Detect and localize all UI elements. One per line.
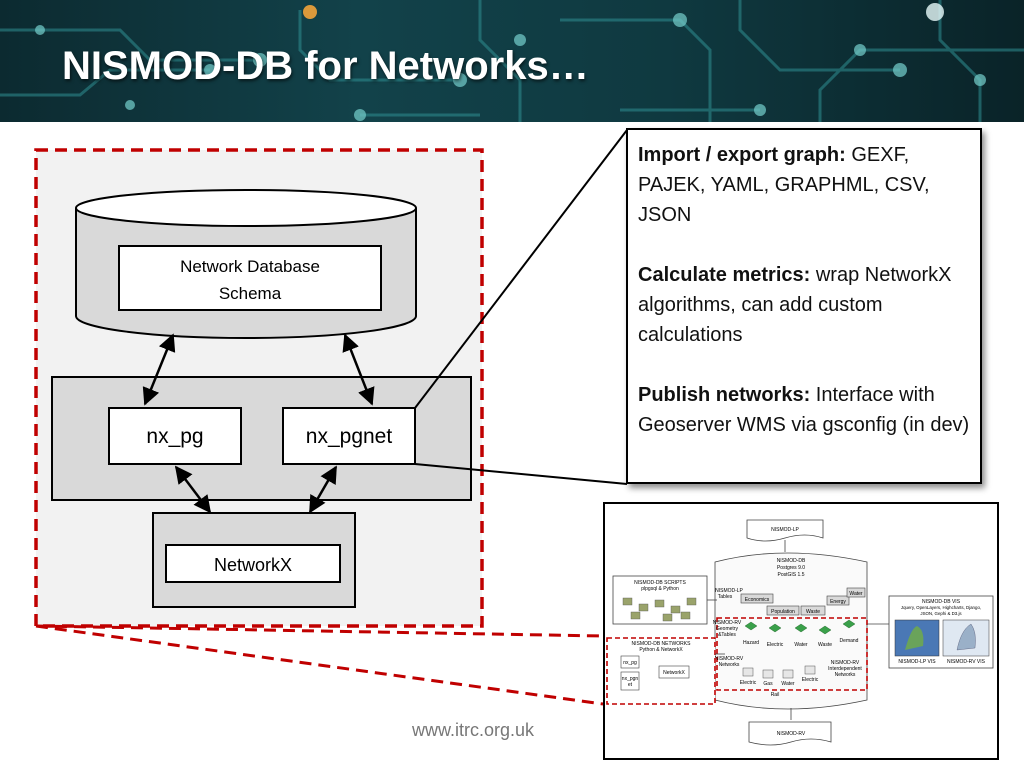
svg-text:Hazard: Hazard <box>743 640 759 646</box>
callout-item-metrics: Calculate metrics: wrap NetworkX algorit… <box>638 264 952 346</box>
callout-item-import: Import / export graph: GEXF, PAJEK, YAML… <box>638 144 930 226</box>
svg-text:Waste: Waste <box>806 609 820 615</box>
architecture-diagram: NISMOD-LP NISMOD-DB Postgres 9.0 PostGIS… <box>606 519 994 746</box>
slide-title: NISMOD-DB for Networks… <box>62 44 589 88</box>
svg-text:et: et <box>628 682 633 688</box>
thumb-nismod-db: NISMOD-DB <box>777 558 806 564</box>
svg-text:NISMOD-RV: NISMOD-RV <box>715 656 744 662</box>
svg-text:Networks: Networks <box>835 672 856 678</box>
callout-connector-top <box>414 129 628 409</box>
schema-label-line1: Network Database <box>180 257 320 276</box>
networkx-label: NetworkX <box>214 555 292 575</box>
svg-text:Postgres 9.0: Postgres 9.0 <box>777 565 805 571</box>
svg-text:Gas: Gas <box>763 681 773 687</box>
callout-item-publish: Publish networks: Interface with Geoserv… <box>638 384 970 436</box>
svg-text:Energy: Energy <box>830 599 846 605</box>
svg-text:Economics: Economics <box>745 597 770 603</box>
nx-pg-box <box>108 407 242 465</box>
callout-connector-bottom <box>414 463 628 485</box>
nx-pgnet-box <box>282 407 416 465</box>
svg-text:Networks: Networks <box>719 662 740 668</box>
svg-text:Water: Water <box>849 591 862 597</box>
svg-text:&Tables: &Tables <box>718 632 736 638</box>
schema-box <box>118 245 382 311</box>
svg-text:NISMOD-LP VIS: NISMOD-LP VIS <box>898 659 936 665</box>
nx-pgnet-label: nx_pgnet <box>306 425 393 448</box>
arrow-nx-pgnet-networkx <box>308 465 338 514</box>
svg-text:NISMOD-RV: NISMOD-RV <box>831 660 860 666</box>
thumb-nismod-lp: NISMOD-LP <box>771 527 799 533</box>
networkx-box <box>165 544 341 583</box>
thumb-nismod-rv: NISMOD-RV <box>777 731 806 737</box>
svg-text:Waste: Waste <box>818 642 832 648</box>
schema-label-line2: Schema <box>219 284 282 303</box>
svg-text:nx_pgn: nx_pgn <box>622 676 639 682</box>
architecture-thumbnail: NISMOD-LP NISMOD-DB Postgres 9.0 PostGIS… <box>603 502 999 760</box>
arrow-nx-pg-networkx <box>174 465 212 514</box>
arrow-schema-nx-pg <box>142 333 176 406</box>
svg-text:nx_pg: nx_pg <box>623 660 637 666</box>
svg-text:NISMOD-DB NETWORKS: NISMOD-DB NETWORKS <box>632 641 692 647</box>
svg-text:Electric: Electric <box>802 677 819 683</box>
nx-pg-label: nx_pg <box>146 425 203 448</box>
svg-text:Population: Population <box>771 609 795 615</box>
svg-text:Electric: Electric <box>740 680 757 686</box>
svg-text:Water: Water <box>781 681 794 687</box>
svg-text:NISMOD-RV: NISMOD-RV <box>713 620 742 626</box>
svg-text:Geometry: Geometry <box>716 626 738 632</box>
svg-text:Demand: Demand <box>840 638 859 644</box>
svg-text:plpgsql & Python: plpgsql & Python <box>641 586 679 592</box>
arrow-schema-nx-pgnet <box>342 333 375 406</box>
svg-text:Electric: Electric <box>767 642 784 648</box>
header-banner: NISMOD-DB for Networks… <box>0 0 1024 122</box>
svg-text:NISMOD-DB VIS: NISMOD-DB VIS <box>922 599 961 605</box>
svg-text:NetworkX: NetworkX <box>663 670 685 676</box>
svg-text:Jquery, OpenLayers, Highcharts: Jquery, OpenLayers, Highcharts, Django, <box>901 605 981 610</box>
circuit-background <box>0 0 1024 122</box>
svg-text:Rail: Rail <box>771 692 780 698</box>
svg-text:NISMOD-LP: NISMOD-LP <box>715 588 743 594</box>
svg-text:Python & NetworkX: Python & NetworkX <box>639 647 683 653</box>
dashed-connector-bottom <box>35 624 604 706</box>
svg-text:Water: Water <box>794 642 807 648</box>
svg-text:Tables: Tables <box>718 594 733 600</box>
svg-text:NISMOD-DB SCRIPTS: NISMOD-DB SCRIPTS <box>634 580 686 586</box>
orange-light <box>303 5 317 19</box>
svg-text:Interdependent: Interdependent <box>828 666 862 672</box>
svg-text:PostGIS 1.5: PostGIS 1.5 <box>778 572 805 578</box>
svg-text:JSON, Gephi & D3.js: JSON, Gephi & D3.js <box>920 611 962 616</box>
svg-text:NISMOD-RV VIS: NISMOD-RV VIS <box>947 659 986 665</box>
feature-callout: Import / export graph: GEXF, PAJEK, YAML… <box>626 128 982 484</box>
footer-url: www.itrc.org.uk <box>412 720 535 740</box>
